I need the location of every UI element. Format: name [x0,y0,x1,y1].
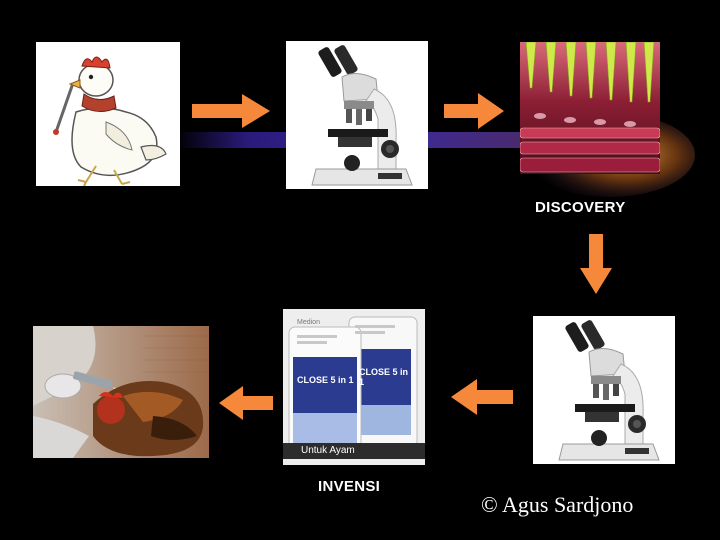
microscope-icon [286,41,428,189]
discovery-label: DISCOVERY [535,199,626,216]
pipette-tips-icon [520,42,660,174]
microscope-panel-bottom [533,316,675,464]
arrow-right-icon [192,94,270,128]
product-brand-text: Medion [297,319,320,326]
arrow-left-icon [219,386,273,420]
vaccination-photo-panel [33,326,209,458]
microscope-panel-top [286,41,428,189]
pipette-lab-panel [520,42,660,174]
sick-chicken-panel [36,42,180,186]
chicken-vaccination-icon [33,326,209,458]
product-name-text-front: CLOSE 5 in 1 [297,375,354,385]
vaccine-product-panel: Medion CLOSE 5 in 1 CLOSE 5 in 1 Untuk A… [283,309,425,465]
arrow-down-icon [580,234,612,294]
arrow-right-icon [444,93,504,129]
product-usage-text: Untuk Ayam [301,445,355,456]
sick-chicken-icon [36,42,180,186]
invensi-label: INVENSI [318,478,381,495]
vaccine-bottle-icon [283,309,425,465]
product-name-text-back: CLOSE 5 in 1 [359,367,409,387]
microscope-icon [533,316,675,464]
arrow-left-icon [451,379,513,415]
copyright-credit: © Agus Sardjono [481,492,634,517]
